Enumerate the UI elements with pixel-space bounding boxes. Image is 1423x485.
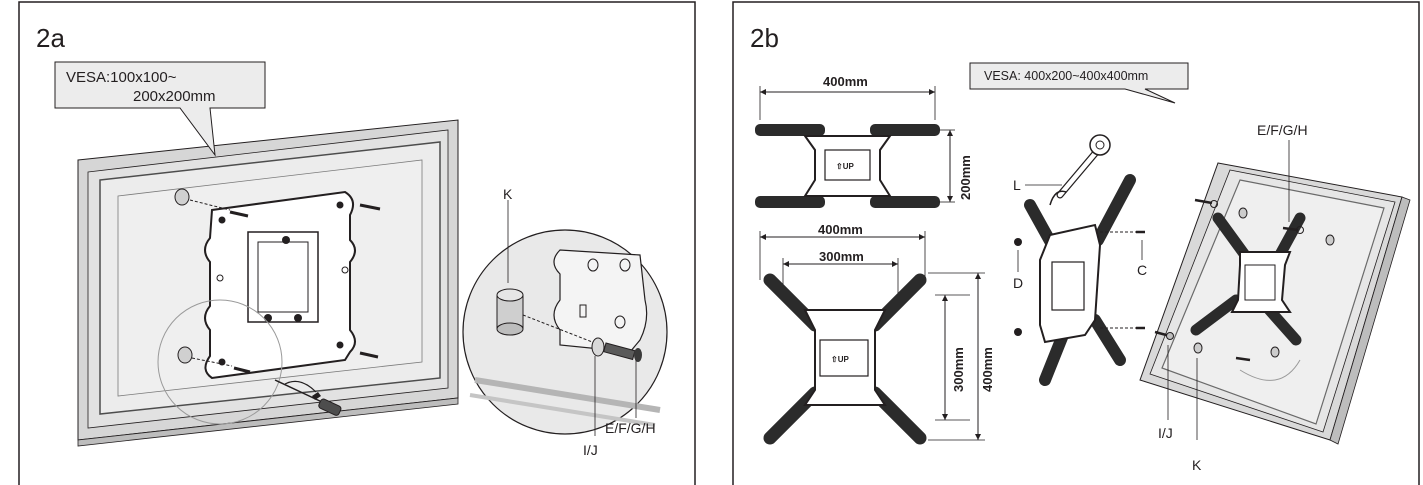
up-marker-bottom: ⇧UP bbox=[831, 355, 849, 364]
up-marker-top: ⇧UP bbox=[836, 162, 854, 171]
dim-bottom-width-outer: 400mm bbox=[818, 222, 863, 237]
vesa-callout-bubble-a: VESA:100x100~ 200x200mm bbox=[54, 61, 266, 157]
tv-bracket-arms bbox=[1014, 174, 1145, 386]
mount-plate-400x400: 400mm 300mm ⇧UP 300mm bbox=[759, 222, 995, 445]
washer-ij bbox=[591, 337, 605, 357]
spacer-top-left bbox=[174, 188, 231, 211]
dim-bottom-width-inner: 300mm bbox=[819, 249, 864, 264]
magnified-detail-circle bbox=[462, 229, 668, 435]
label-d: D bbox=[1013, 275, 1023, 291]
label-c: C bbox=[1137, 262, 1147, 278]
detail-marker-circle bbox=[157, 299, 283, 425]
label-k-b: K bbox=[1192, 457, 1202, 473]
dim-top-width: 400mm bbox=[823, 74, 868, 89]
panel-2a-label: 2a bbox=[36, 23, 65, 53]
label-ij-b: I/J bbox=[1158, 425, 1173, 441]
label-efgh-a: E/F/G/H bbox=[605, 420, 656, 436]
panel-2b-label: 2b bbox=[750, 23, 779, 53]
screw-bottom-right bbox=[359, 351, 379, 359]
label-efgh-b: E/F/G/H bbox=[1257, 122, 1308, 138]
panel-2a: 2a bbox=[18, 1, 696, 485]
spacer-k bbox=[496, 288, 524, 336]
screw-top-left bbox=[229, 210, 249, 218]
mount-plate-400x200: 400mm ⇧UP 200mm bbox=[755, 74, 973, 208]
screw-bottom-left bbox=[233, 366, 251, 374]
screwdriver-icon bbox=[274, 379, 342, 416]
dim-bottom-height-inner: 300mm bbox=[951, 347, 966, 392]
screw-efgh bbox=[603, 342, 642, 362]
vesa-callout-line2: 200x200mm bbox=[133, 88, 216, 105]
label-k-a: K bbox=[503, 186, 513, 202]
tv-angled-back bbox=[1139, 162, 1411, 445]
screw-top-right bbox=[359, 203, 381, 211]
wrench-icon bbox=[1049, 134, 1111, 206]
label-ij-a: I/J bbox=[583, 442, 598, 458]
dim-top-height: 200mm bbox=[958, 155, 973, 200]
vesa-callout-b: VESA: 400x200~400x400mm bbox=[984, 69, 1148, 83]
panel-2b: 2b VESA: 400x200~400x400mm 400mm ⇧UP bbox=[732, 1, 1420, 485]
vesa-callout-line1: VESA:100x100~ bbox=[66, 69, 177, 86]
label-l: L bbox=[1013, 177, 1021, 193]
vesa-callout-bubble-b: VESA: 400x200~400x400mm bbox=[969, 62, 1189, 104]
spacer-bottom-left bbox=[177, 346, 233, 367]
wall-plate-small bbox=[204, 190, 356, 380]
dim-bottom-height-outer: 400mm bbox=[980, 347, 995, 392]
